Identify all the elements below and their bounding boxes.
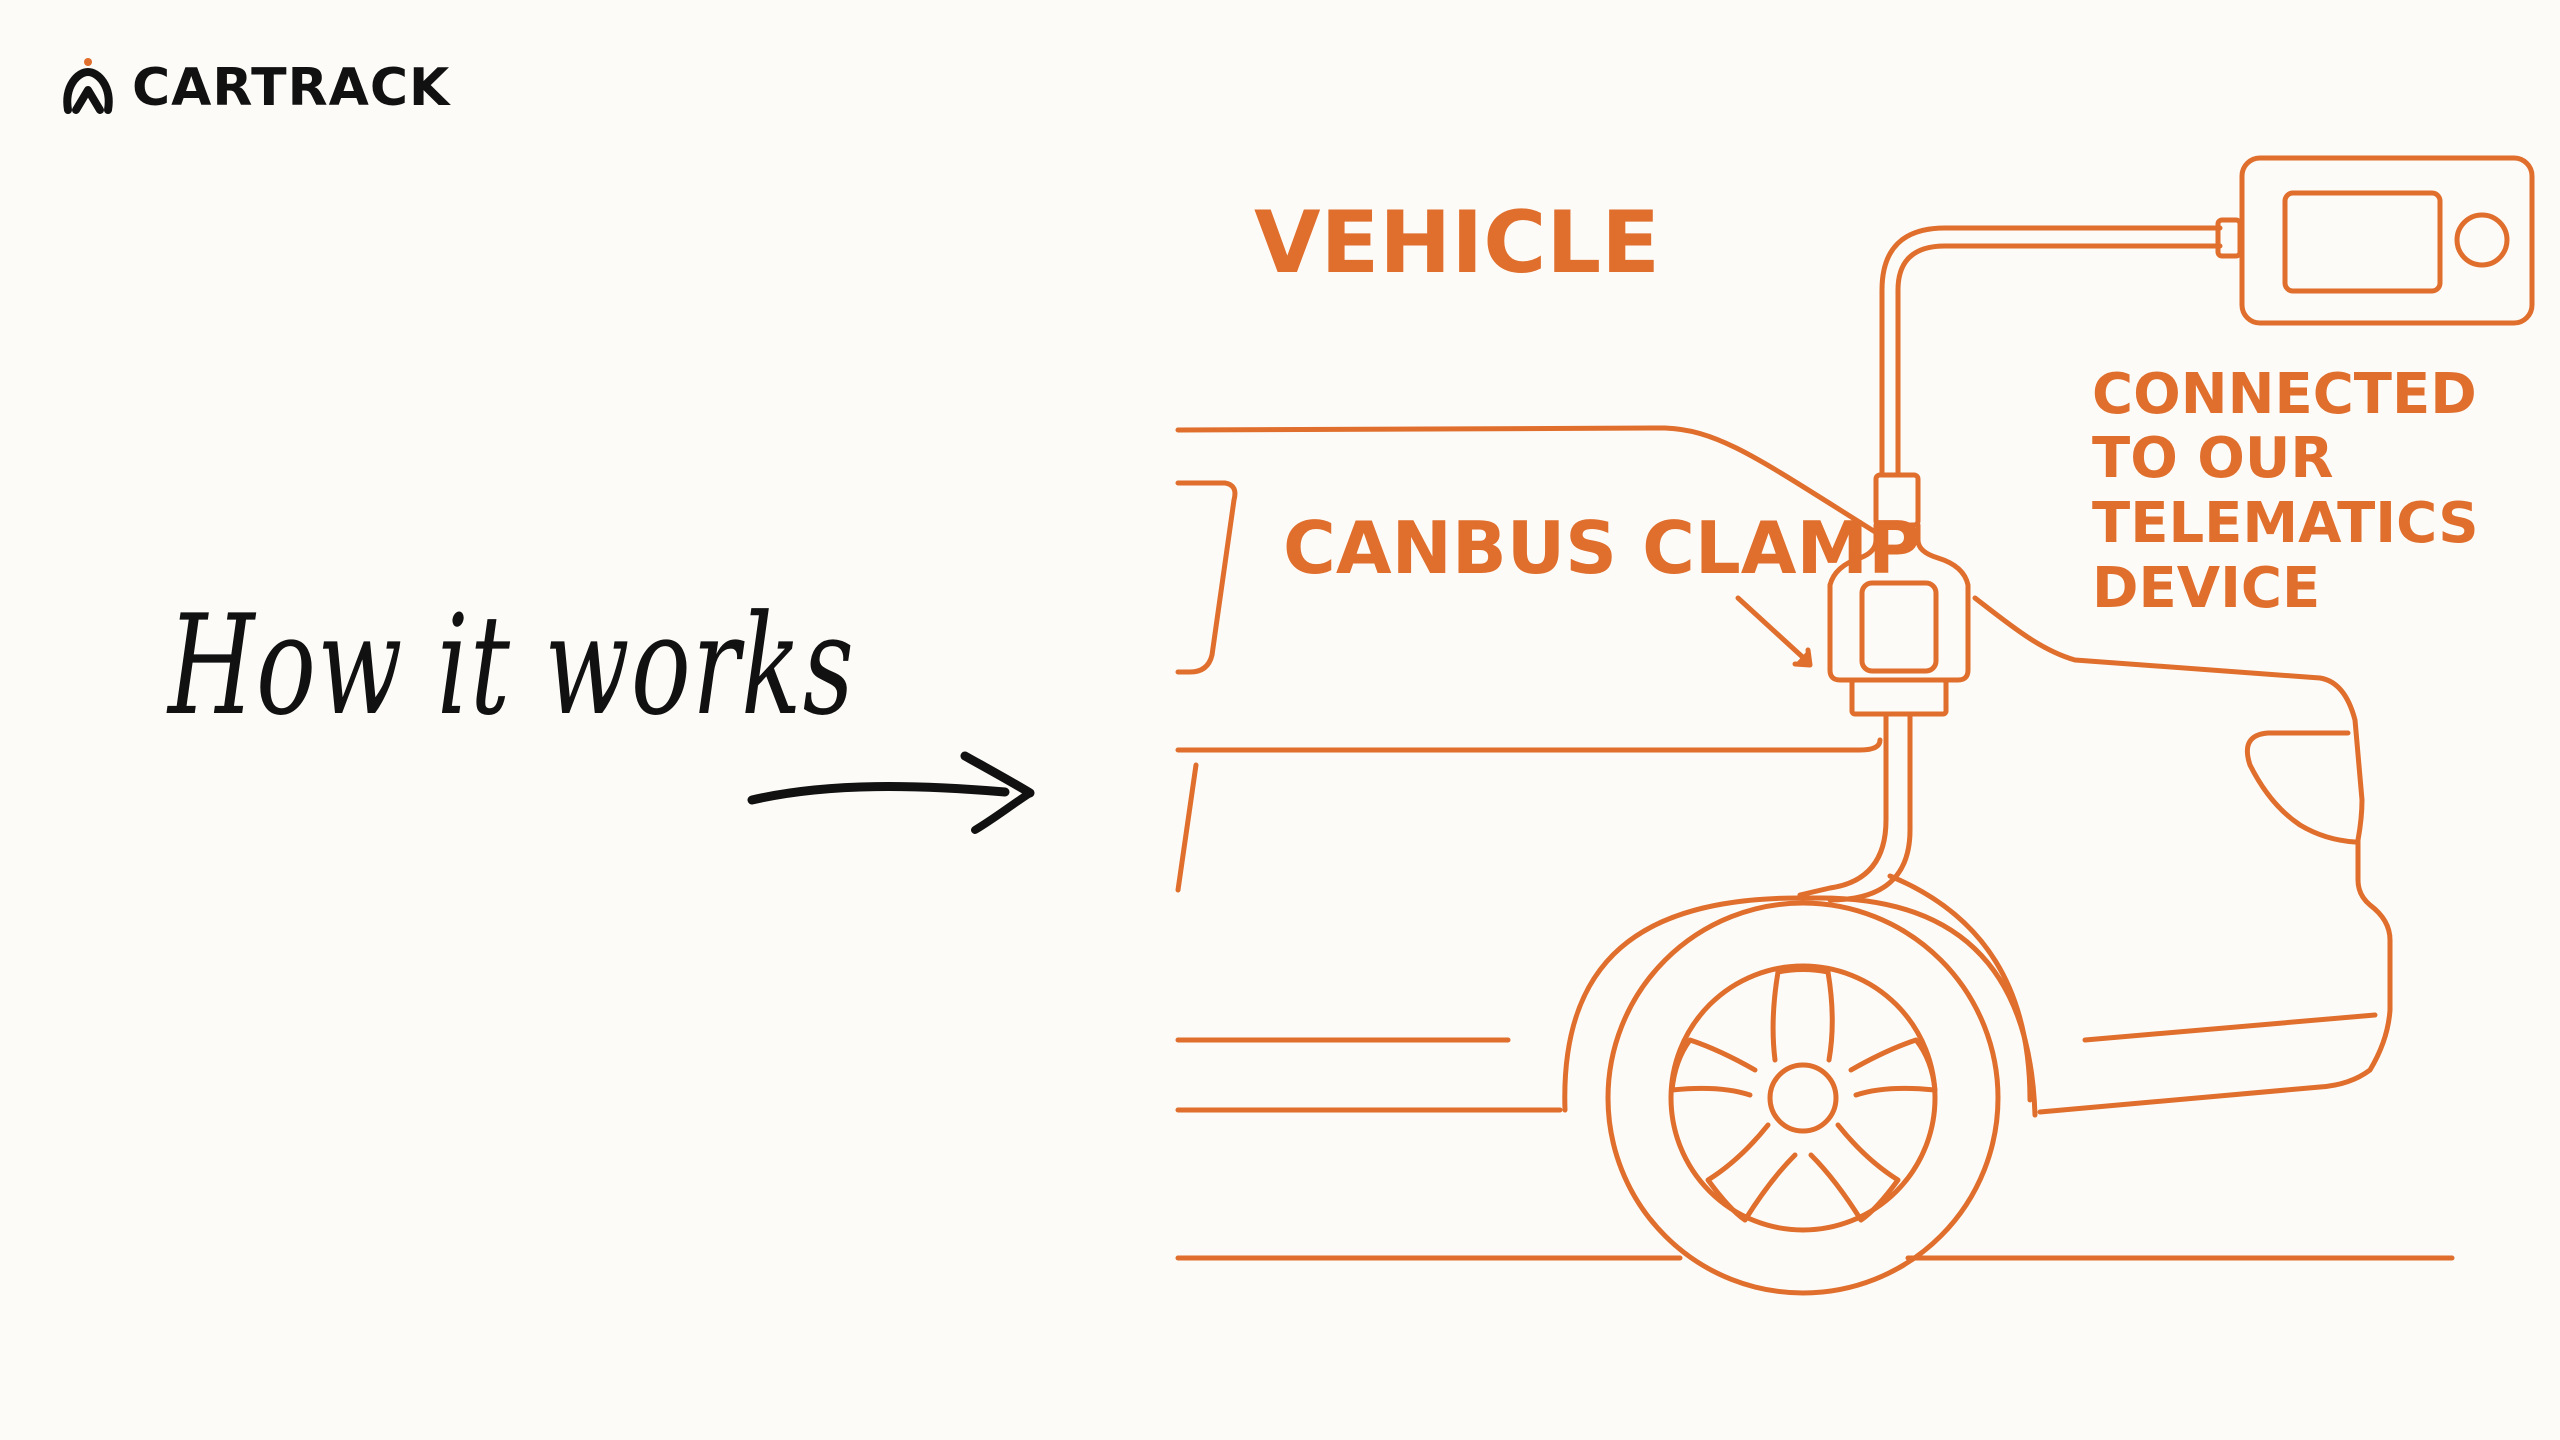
label-device-line-4: DEVICE bbox=[2092, 556, 2320, 621]
car-body bbox=[1175, 425, 2455, 1261]
cartrack-logo: CARTRACK bbox=[56, 56, 450, 120]
clamp-pointer-arrow bbox=[1735, 595, 1813, 668]
label-device-line-1: CONNECTED bbox=[2092, 362, 2477, 427]
label-canbus-clamp: CANBUS CLAMP bbox=[1283, 506, 1921, 590]
cartrack-logo-icon bbox=[63, 58, 113, 114]
brand-name: CARTRACK bbox=[132, 58, 451, 118]
label-vehicle: VEHICLE bbox=[1254, 193, 1660, 293]
arrow-right-icon bbox=[747, 751, 1035, 834]
headline: How it works bbox=[168, 585, 856, 746]
wheel-icon bbox=[1605, 900, 2001, 1296]
telematics-device-icon bbox=[2239, 155, 2535, 326]
label-device-line-3: TELEMATICS bbox=[2092, 491, 2479, 556]
label-device-line-2: TO OUR bbox=[2092, 426, 2334, 491]
canbus-clamp-icon bbox=[1797, 472, 1971, 903]
